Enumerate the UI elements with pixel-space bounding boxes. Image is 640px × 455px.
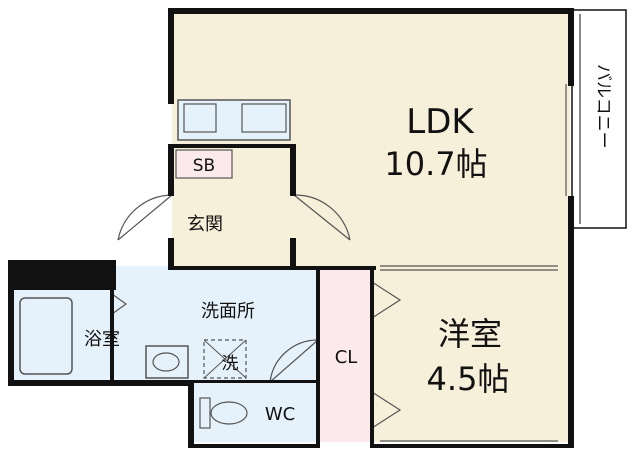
- washroom-door: [269, 339, 319, 383]
- bathroom-label: 浴室: [84, 329, 120, 350]
- walls: [8, 8, 574, 448]
- closet-door: [371, 281, 402, 429]
- washroom-floor: [112, 266, 320, 382]
- washing-machine-space: [203, 339, 247, 379]
- kitchen-counter: [177, 99, 291, 141]
- bathroom-door: [111, 293, 128, 315]
- ldk-size: 10.7帖: [384, 145, 487, 183]
- toilet-floor: [192, 382, 318, 442]
- balcony: [571, 9, 627, 229]
- bathtub-icon: [19, 297, 73, 375]
- ldk-name: LDK: [406, 102, 475, 142]
- western-room-floor: [372, 270, 570, 442]
- washer-label: 洗: [222, 354, 239, 374]
- western-room-size: 4.5帖: [427, 360, 510, 398]
- washbasin-icon: [145, 345, 189, 379]
- closet-floor: [320, 270, 372, 442]
- western-room-name: 洋室: [438, 315, 502, 353]
- toilet-label: WC: [265, 404, 295, 425]
- entrance-door: [117, 194, 173, 241]
- balcony-label: バルコニー: [593, 64, 613, 149]
- entrance-door-right: [293, 194, 351, 241]
- toilet-icon: [199, 397, 248, 429]
- shoe-box: [175, 149, 233, 179]
- bathroom-floor: [12, 290, 112, 382]
- entrance-label: 玄関: [187, 214, 223, 235]
- washroom-label: 洗面所: [201, 301, 255, 322]
- closet-label: CL: [335, 347, 358, 368]
- shoe-box-label: SB: [193, 156, 215, 176]
